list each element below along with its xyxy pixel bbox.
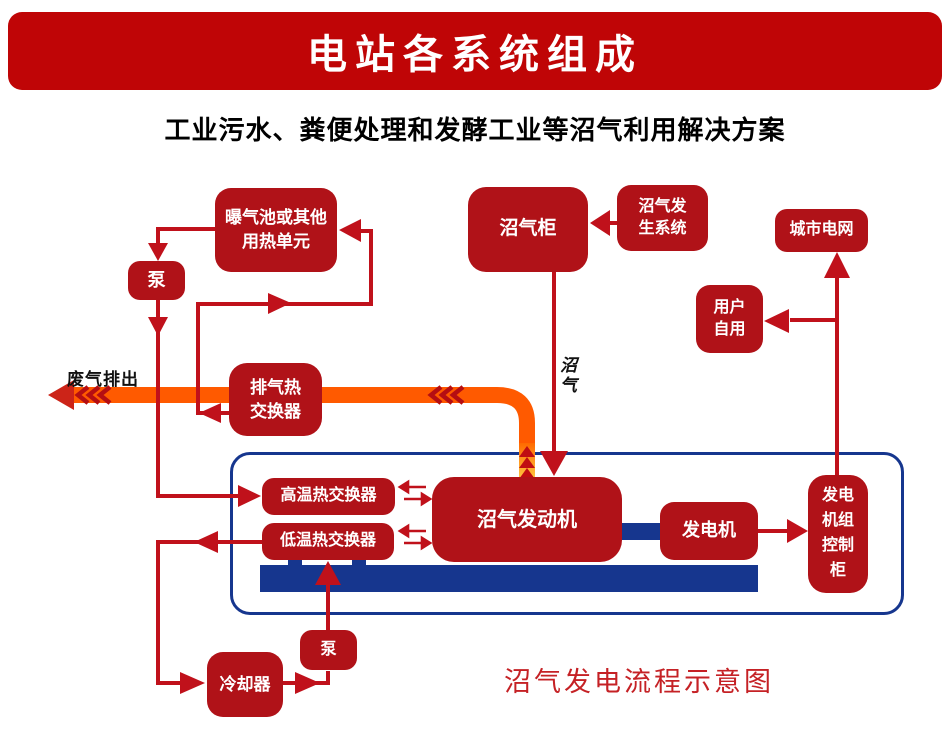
node-city-grid: 城市电网 — [775, 209, 868, 252]
diagram-caption: 沼气发电流程示意图 — [504, 667, 774, 697]
heat-exchange-arrows-icon — [397, 479, 433, 551]
label-exhaust-out: 废气排出 — [67, 370, 139, 389]
page-subtitle: 工业污水、粪便处理和发酵工业等沼气利用解决方案 — [164, 115, 786, 145]
exhaust-up-chevrons-icon — [519, 446, 535, 479]
exhaust-pipe — [48, 380, 535, 479]
arrow-pump-to-high-hx — [156, 300, 240, 498]
arrow-aeration-to-pump — [156, 227, 215, 243]
label-biogas: 沼气 — [557, 356, 576, 396]
node-biogas-generation-system: 沼气发 生系统 — [617, 185, 708, 251]
node-exhaust-heat-exchanger: 排气热 交换器 — [229, 363, 322, 436]
node-cooler: 冷却器 — [207, 652, 283, 717]
node-pump-bottom: 泵 — [300, 630, 357, 670]
engine-generator-shaft — [622, 523, 662, 540]
node-aeration-pool: 曝气池或其他 用热单元 — [215, 188, 337, 272]
engine-room-outline — [230, 452, 904, 615]
node-genset-control-cabinet: 发电 机组 控制 柜 — [808, 475, 868, 593]
page-title: 电站各系统组成 — [307, 33, 643, 77]
node-generator: 发电机 — [660, 502, 758, 560]
node-low-temp-heat-exchanger: 低温热交换器 — [262, 523, 394, 560]
node-pump-top: 泵 — [128, 261, 185, 300]
node-high-temp-heat-exchanger: 高温热交换器 — [262, 478, 395, 515]
engine-base-platform — [260, 557, 758, 592]
node-biogas-tank: 沼气柜 — [468, 187, 588, 272]
header-banner: 电站各系统组成 — [8, 12, 942, 90]
node-biogas-engine: 沼气发动机 — [432, 477, 622, 562]
node-user-self-use: 用户 自用 — [696, 285, 763, 353]
